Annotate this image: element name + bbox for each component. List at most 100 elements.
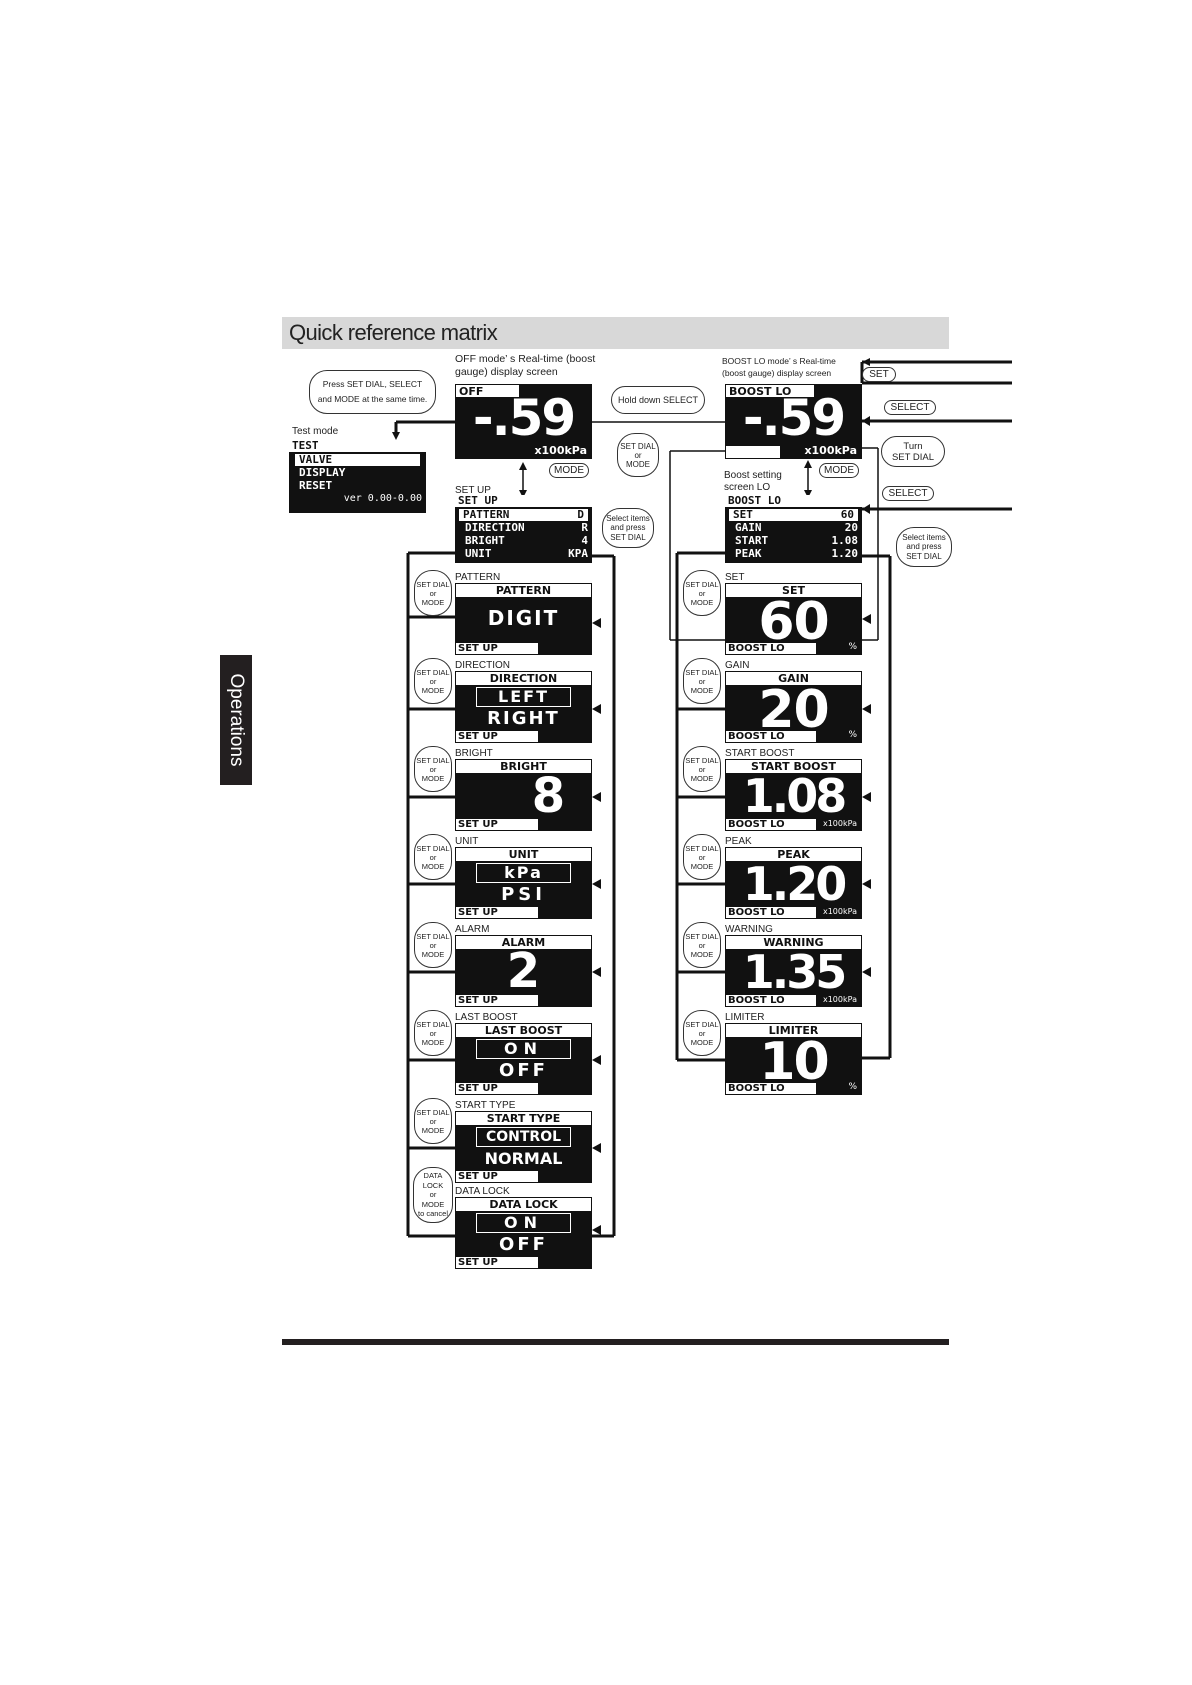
bubble-line: MODE (421, 773, 445, 783)
test-mode-screen: TEST VALVE DISPLAY RESET ver 0.00-0.00 (289, 440, 426, 513)
row-value: 1.08 (831, 534, 859, 547)
operations-side-tab: Operations (220, 655, 252, 785)
row-label: START (735, 534, 769, 547)
test-menu-item-reset[interactable]: RESET (299, 479, 333, 492)
gain-value: 20 (758, 680, 829, 740)
boost-menu-caption-line1: Boost setting (724, 470, 782, 481)
bubble-line: MODE (421, 1125, 445, 1135)
boost-mode-display-screen: BOOST LO -.59 1.20 x100kPa (725, 384, 862, 459)
pattern-header: PATTERN (456, 584, 591, 597)
start-type-option-normal[interactable]: NORMAL (484, 1149, 563, 1168)
start-type-option-control[interactable]: CONTROL (476, 1127, 571, 1147)
test-menu-version: ver 0.00-0.00 (343, 493, 422, 504)
last-boost-screen: LAST BOOST ON OFF SET UP (455, 1023, 592, 1095)
test-mode-instruction-line2: and MODE at the same time. (317, 394, 428, 404)
row-value: 1.20 (831, 547, 859, 560)
select-button-top[interactable]: SELECT (884, 400, 936, 415)
start-type-caption: START TYPE (455, 1100, 516, 1111)
section-title-band: Quick reference matrix (282, 317, 949, 349)
boost-menu-row-start[interactable]: START 1.08 (725, 534, 862, 547)
data-lock-screen: DATA LOCK ON OFF SET UP (455, 1197, 592, 1269)
bubble-line: SET DIAL (610, 532, 646, 542)
data-lock-option-on[interactable]: ON (476, 1213, 571, 1233)
start-boost-value: 1.08 (742, 769, 848, 823)
bubble-line: SET DIAL (620, 441, 656, 451)
setup-menu-caption: SET UP (455, 485, 491, 496)
boost-menu-caption-line2: screen LO (724, 482, 771, 493)
bubble-line: SET DIAL (685, 755, 719, 765)
boost-mode-caption-line1: BOOST LO mode’ s Real-time (722, 356, 836, 366)
direction-header: DIRECTION (456, 672, 591, 685)
mode-button-off[interactable]: MODE (549, 463, 589, 478)
off-mode-unit: x100kPa (534, 444, 587, 457)
bubble-line: MODE (421, 597, 445, 607)
alarm-footer: SET UP (456, 995, 538, 1006)
last-boost-option-on[interactable]: ON (476, 1039, 571, 1059)
direction-option-right[interactable]: RIGHT (487, 708, 560, 729)
alarm-header: ALARM (456, 936, 591, 949)
select-items-bubble-right[interactable]: Select items and press SET DIAL (896, 527, 952, 567)
gain-unit: % (848, 730, 857, 740)
bubble-line: or (429, 1116, 437, 1126)
select-items-bubble-left[interactable]: Select items and press SET DIAL (602, 508, 654, 548)
bubble-line: MODE (421, 1199, 445, 1209)
bubble-line: SET DIAL (685, 931, 719, 941)
set-dial-or-mode-bubble-top[interactable]: SET DIAL or MODE (617, 433, 659, 477)
hold-select-bubble[interactable]: Hold down SELECT (611, 386, 705, 414)
set-button[interactable]: SET (862, 367, 896, 382)
off-mode-caption-line1: OFF mode’ s Real-time (boost (455, 353, 596, 365)
bubble-line: or (698, 676, 706, 686)
start-type-screen: START TYPE CONTROL NORMAL SET UP (455, 1111, 592, 1183)
data-lock-option-off[interactable]: OFF (499, 1234, 548, 1255)
test-menu-item-display[interactable]: DISPLAY (299, 466, 346, 479)
bubble-line: or (698, 764, 706, 774)
warning-footer: BOOST LO (726, 995, 816, 1006)
test-mode-instruction-bubble: Press SET DIAL, SELECT and MODE at the s… (309, 370, 436, 414)
pattern-screen: PATTERN DIGIT SET UP (455, 583, 592, 655)
unit-caption: UNIT (455, 836, 479, 847)
gain-screen: GAIN 20 BOOST LO % (725, 671, 862, 743)
select-button-bottom[interactable]: SELECT (882, 486, 934, 501)
mode-button-boost[interactable]: MODE (819, 463, 859, 478)
set-caption: SET (725, 572, 745, 583)
unit-option-kpa[interactable]: kPa (476, 863, 571, 883)
limiter-header: LIMITER (726, 1024, 861, 1037)
last-boost-option-off[interactable]: OFF (499, 1060, 548, 1081)
unit-header: UNIT (456, 848, 591, 861)
bubble-line: SET DIAL (891, 451, 935, 463)
bubble-line: MODE (690, 861, 714, 871)
bubble-line: SET DIAL (685, 667, 719, 677)
bubble-line: or (429, 940, 437, 950)
bubble-line: SET DIAL (416, 843, 450, 853)
bubble-line: MODE (626, 459, 650, 469)
turn-set-dial-bubble[interactable]: Turn SET DIAL (881, 436, 945, 467)
direction-option-left[interactable]: LEFT (476, 687, 571, 707)
bubble-line: or (698, 588, 706, 598)
test-menu-item-valve[interactable]: VALVE (295, 454, 420, 466)
peak-caption: PEAK (725, 836, 752, 847)
bubble-line: or (429, 1190, 437, 1200)
unit-option-psi[interactable]: PSI (501, 884, 546, 905)
bubble-line: SET DIAL (416, 1107, 450, 1117)
